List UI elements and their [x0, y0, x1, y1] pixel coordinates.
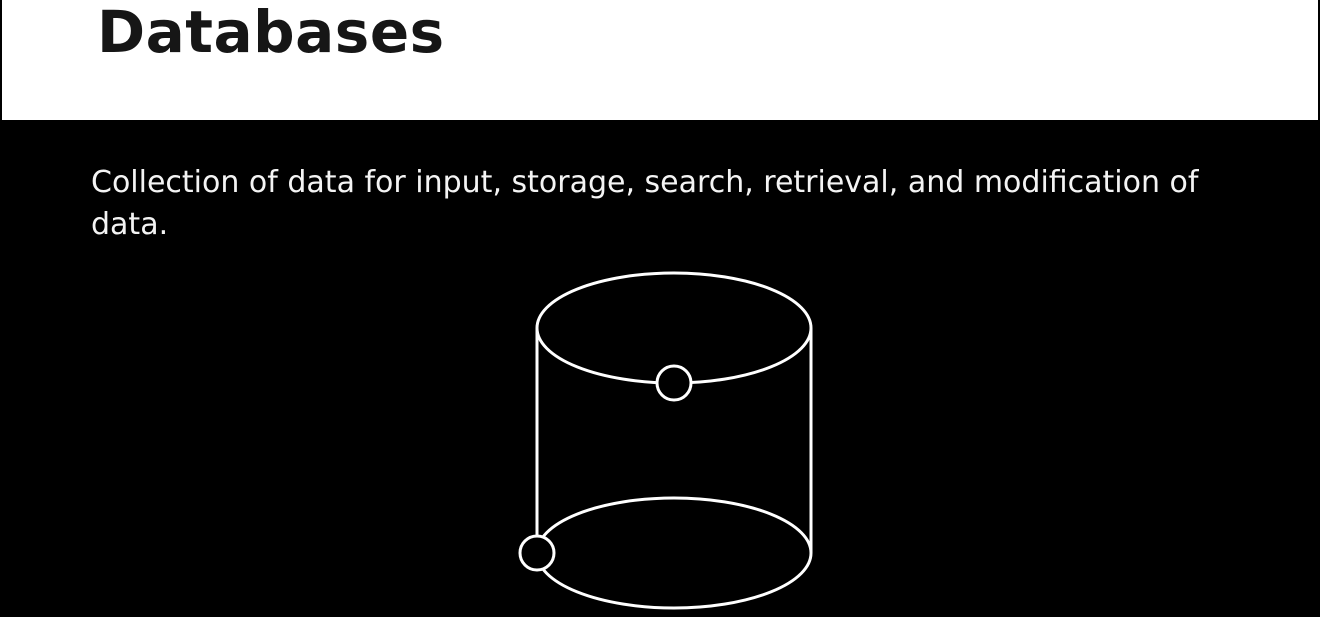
top-node-circle [655, 364, 693, 402]
bottom-node-circle [518, 534, 556, 572]
title-bar: Databases [0, 0, 1320, 120]
cylinder-bottom-ellipse [535, 496, 813, 610]
slide-title: Databases [97, 0, 445, 66]
slide-description: Collection of data for input, storage, s… [91, 165, 1199, 242]
database-cylinder-icon [518, 271, 813, 610]
slide-body: Collection of data for input, storage, s… [0, 120, 1320, 617]
